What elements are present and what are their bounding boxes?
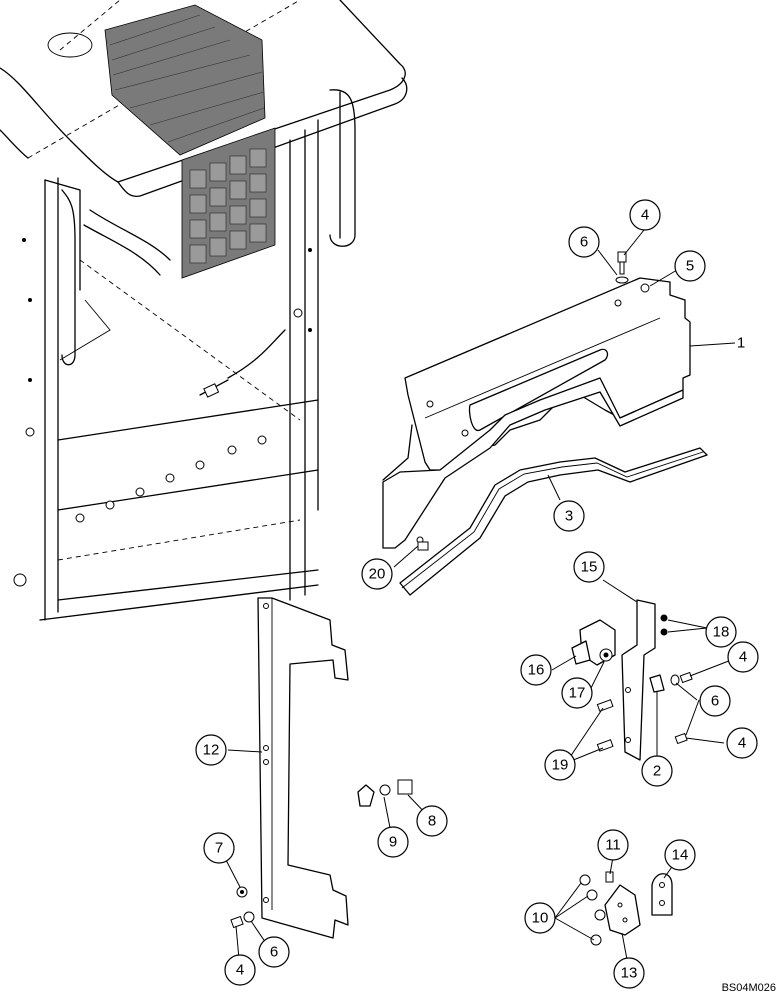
svg-text:6: 6 xyxy=(270,944,278,961)
callout-6-right: 6 xyxy=(699,685,731,717)
callout-6-top: 6 xyxy=(568,226,600,258)
svg-text:2: 2 xyxy=(653,763,661,780)
part-3-seal-strip xyxy=(399,447,708,596)
figure-code: BS04M026 xyxy=(721,982,776,994)
svg-text:4: 4 xyxy=(739,649,747,666)
callout-4-right-lower: 4 xyxy=(726,727,758,759)
callout-4-right-upper: 4 xyxy=(727,641,759,673)
callout-4-top: 4 xyxy=(629,199,661,231)
svg-text:4: 4 xyxy=(738,735,746,752)
callout-9: 9 xyxy=(377,826,409,858)
part-12-bracket xyxy=(257,597,349,939)
svg-text:15: 15 xyxy=(581,559,598,576)
callout-11: 11 xyxy=(597,829,629,861)
svg-text:1: 1 xyxy=(737,335,745,352)
callout-13: 13 xyxy=(613,957,645,989)
svg-text:14: 14 xyxy=(672,847,689,864)
svg-text:12: 12 xyxy=(203,742,220,759)
svg-text:16: 16 xyxy=(528,662,545,679)
svg-text:18: 18 xyxy=(713,624,730,641)
svg-text:20: 20 xyxy=(369,566,386,583)
frame-bolts xyxy=(13,238,312,587)
callout-14: 14 xyxy=(664,839,696,871)
callout-5: 5 xyxy=(674,250,706,282)
callout-19: 19 xyxy=(544,749,576,781)
svg-text:7: 7 xyxy=(215,840,223,857)
callout-20: 20 xyxy=(361,558,393,590)
svg-text:6: 6 xyxy=(711,693,719,710)
callout-10: 10 xyxy=(524,902,556,934)
svg-text:13: 13 xyxy=(621,965,638,982)
callout-15: 15 xyxy=(573,551,605,583)
machine-frame xyxy=(0,0,408,621)
callout-12: 12 xyxy=(195,734,227,766)
svg-text:3: 3 xyxy=(565,508,573,525)
svg-text:4: 4 xyxy=(641,207,649,224)
callout-3: 3 xyxy=(553,500,585,532)
callout-2: 2 xyxy=(641,755,673,787)
part-1-cover-panel xyxy=(382,277,691,549)
svg-text:9: 9 xyxy=(389,834,397,851)
callout-16: 16 xyxy=(520,654,552,686)
callout-18: 18 xyxy=(705,616,737,648)
svg-text:10: 10 xyxy=(532,910,549,927)
callout-4-bottom: 4 xyxy=(224,954,256,986)
svg-text:6: 6 xyxy=(580,234,588,251)
part-16-17-switch xyxy=(571,619,616,666)
svg-text:5: 5 xyxy=(686,258,694,275)
callout-6-bottom: 6 xyxy=(258,936,290,968)
svg-text:17: 17 xyxy=(569,685,586,702)
callout-balloons: 1 2 3 4 4 4 4 5 xyxy=(195,199,759,989)
svg-text:4: 4 xyxy=(236,962,244,979)
callout-1: 1 xyxy=(737,335,745,352)
callout-17: 17 xyxy=(561,677,593,709)
part-15-bracket xyxy=(621,599,656,761)
hardware xyxy=(230,251,693,946)
callout-7: 7 xyxy=(203,832,235,864)
callout-8: 8 xyxy=(416,805,448,837)
svg-text:19: 19 xyxy=(552,757,569,774)
svg-text:11: 11 xyxy=(605,837,621,854)
svg-text:8: 8 xyxy=(428,813,436,830)
